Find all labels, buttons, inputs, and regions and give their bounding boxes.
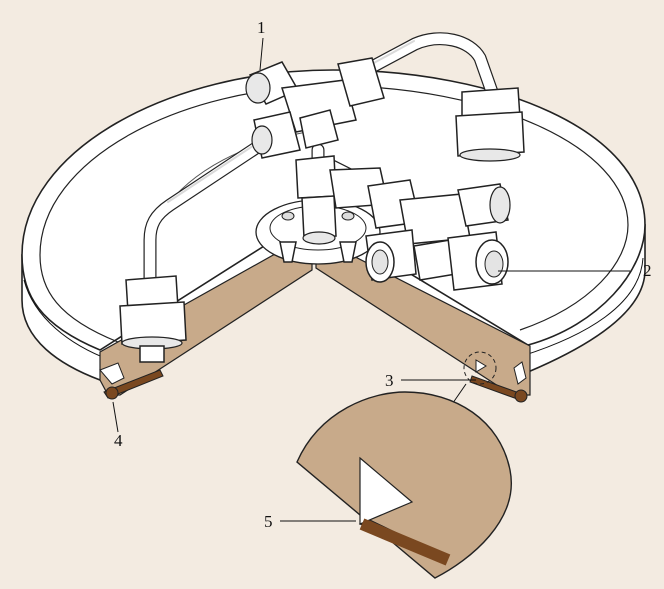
groove-detail: [296, 383, 512, 579]
outlet-fitting-right: [447, 231, 509, 291]
label-3: 3: [385, 371, 394, 390]
outlet-fitting-left: [365, 229, 417, 283]
callout-labels: 1 2 3 4 5: [114, 18, 652, 531]
leader-lines: [112, 37, 630, 522]
groove-detail-shape: [359, 456, 414, 525]
label-5: 5: [264, 512, 273, 531]
cross-fitting-right: [329, 167, 511, 281]
nut-lower-left: [119, 275, 187, 363]
label-1: 1: [257, 18, 266, 37]
label-2: 2: [643, 261, 652, 280]
tee-fitting-top: [245, 57, 385, 159]
nut-upper-right: [455, 87, 525, 162]
detail-circle: [463, 351, 497, 385]
center-fitting: [295, 155, 337, 245]
triangular-groove: [475, 359, 487, 373]
fittings: [119, 57, 525, 363]
label-4: 4: [114, 431, 123, 450]
